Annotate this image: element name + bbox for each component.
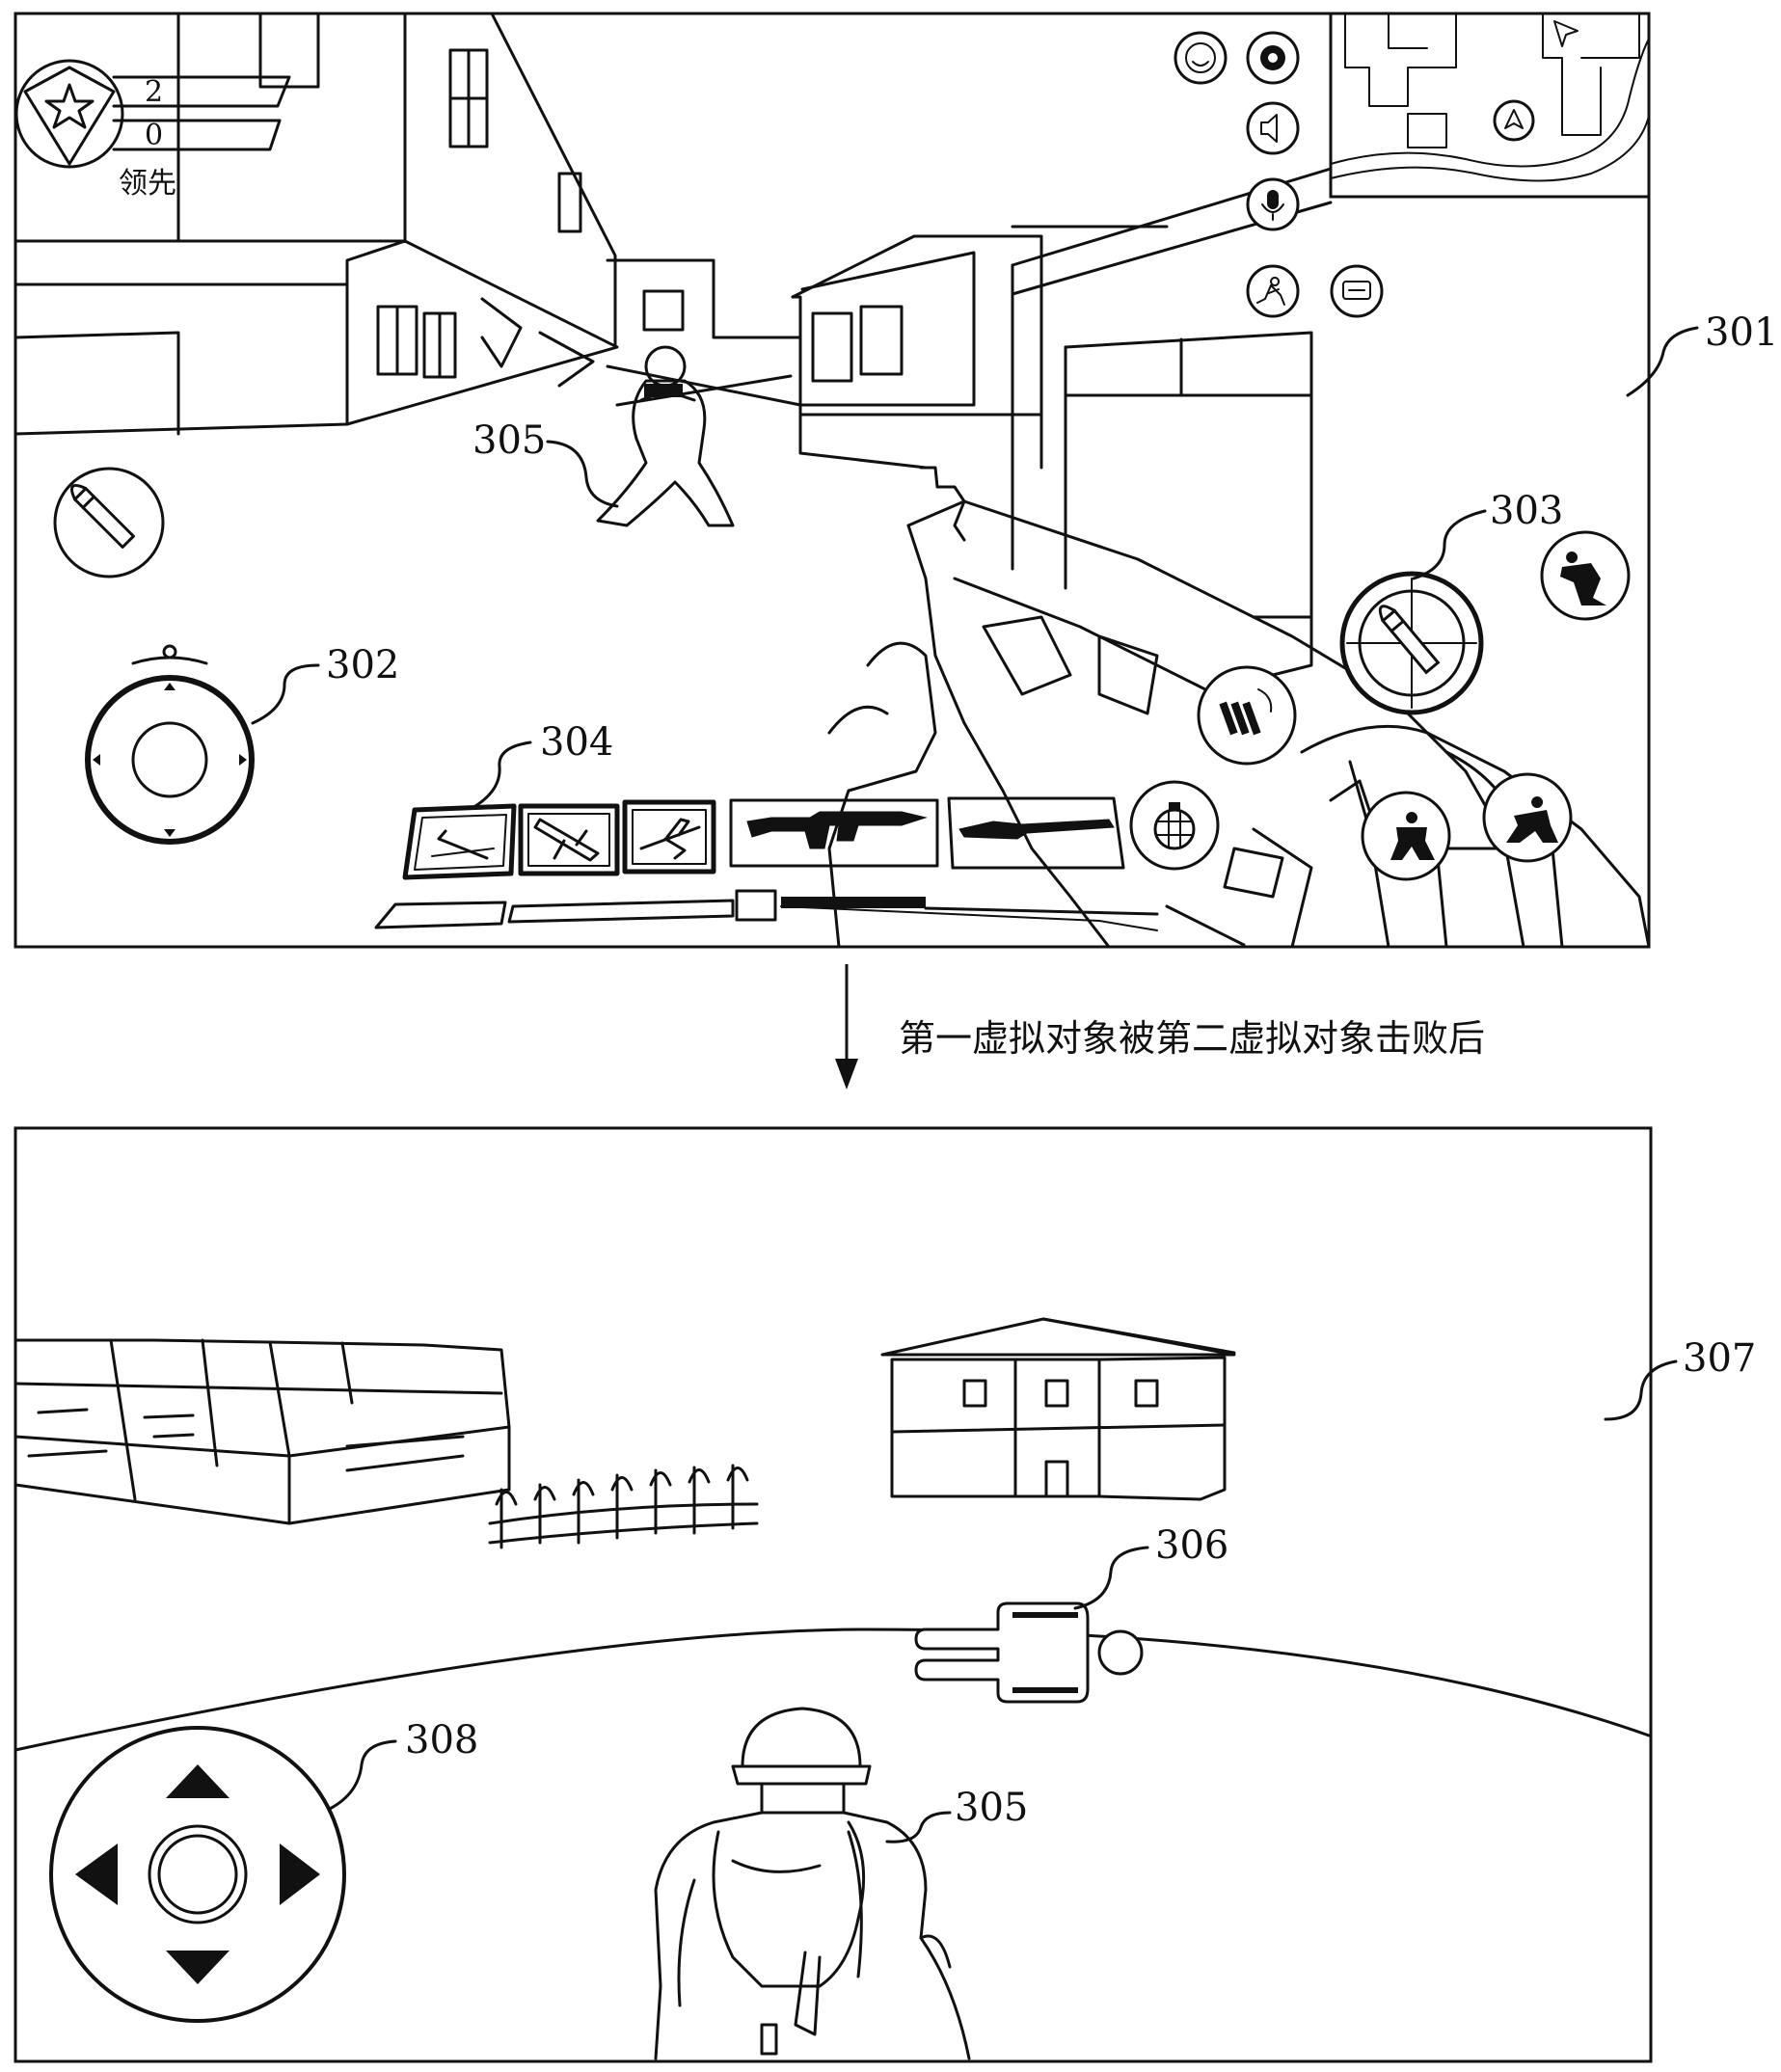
ground-horizon [13, 1628, 1651, 1752]
dpad-right-arrow[interactable] [280, 1843, 320, 1905]
minimap[interactable] [1329, 12, 1651, 199]
prone-button[interactable] [1540, 530, 1631, 621]
transition-arrow [835, 964, 858, 1090]
dpad-center[interactable] [148, 1824, 248, 1924]
fire-bullet-icon [1378, 605, 1441, 675]
jump-button[interactable] [1482, 772, 1573, 863]
weapon-slot-rifle[interactable] [729, 798, 939, 868]
skill-slot-knife[interactable] [402, 803, 517, 880]
settings-button[interactable] [1246, 31, 1300, 85]
microphone-icon [1267, 190, 1279, 209]
skill-slot-rocket-launcher[interactable] [518, 803, 620, 876]
jump-icon [1506, 796, 1558, 843]
emoji-icon [1185, 42, 1216, 73]
house [880, 1317, 1236, 1501]
reload-button[interactable] [1197, 665, 1297, 766]
speaker-icon [1260, 114, 1278, 143]
svg-text:304: 304 [540, 720, 613, 765]
enemy-character [596, 345, 735, 527]
movement-joystick[interactable] [85, 644, 255, 845]
crouch-button[interactable] [1361, 791, 1451, 881]
fire-button[interactable] [1339, 571, 1484, 715]
svg-text:307: 307 [1683, 1336, 1756, 1381]
prone-icon [1560, 552, 1606, 605]
scene-wall [13, 1338, 511, 1525]
minimap-arrow-icon [1553, 20, 1579, 47]
dpad-down-arrow[interactable] [166, 1951, 229, 1984]
lead-status-text: 领先 [119, 167, 176, 201]
callout-308: 308 [328, 1718, 478, 1811]
score-bottom: 0 [145, 119, 163, 152]
skill-slot-plane[interactable] [622, 799, 716, 875]
soldier-character [654, 1707, 971, 2060]
grenade-icon [1153, 802, 1196, 850]
run-icon [1256, 277, 1285, 306]
speaker-button[interactable] [1246, 101, 1300, 155]
svg-text:301: 301 [1705, 310, 1778, 355]
score-top: 2 [145, 75, 163, 109]
crouch-icon [1390, 812, 1435, 860]
weapon-bar [374, 796, 1159, 931]
callout-301: 301 [1626, 310, 1778, 397]
callout-305-top: 305 [472, 418, 619, 508]
game-screen-1: 2 0 领先 [13, 12, 1778, 949]
score-panel: 2 0 领先 [112, 75, 291, 201]
dpad[interactable] [49, 1726, 346, 2023]
svg-text:306: 306 [1155, 1523, 1228, 1568]
callout-306: 306 [1073, 1523, 1228, 1610]
grenade-button[interactable] [1129, 780, 1220, 871]
game-screen-2: 307 306 308 305 [13, 1126, 1756, 2063]
reload-icon [1219, 688, 1273, 736]
microphone-button[interactable] [1246, 177, 1300, 231]
svg-text:305: 305 [955, 1786, 1028, 1830]
run-button[interactable] [1246, 264, 1300, 318]
ammo-bullet-icon [70, 484, 135, 549]
svg-text:303: 303 [1490, 489, 1563, 533]
callout-307: 307 [1604, 1336, 1756, 1421]
callout-304: 304 [471, 720, 613, 810]
ammo-button[interactable] [53, 467, 165, 579]
callout-302: 302 [251, 643, 399, 725]
chat-button[interactable] [1330, 264, 1384, 318]
emoji-button[interactable] [1174, 31, 1228, 85]
rank-star-icon [23, 66, 116, 166]
callout-305-bottom: 305 [885, 1786, 1028, 1843]
callout-303: 303 [1412, 489, 1563, 580]
weapon-slot-shotgun[interactable] [947, 796, 1125, 870]
dpad-left-arrow[interactable] [75, 1843, 118, 1905]
transition-caption: 第一虚拟对象被第二虚拟对象击败后 [899, 1017, 1485, 1060]
chat-icon [1342, 281, 1371, 300]
minimap-player-icon [1493, 99, 1535, 142]
death-marker [914, 1601, 1144, 1704]
rank-badge [14, 59, 124, 169]
svg-text:305: 305 [472, 418, 546, 463]
scene-buildings [13, 12, 1545, 619]
svg-text:302: 302 [326, 643, 399, 687]
fence [488, 1464, 759, 1549]
dpad-up-arrow[interactable] [166, 1764, 229, 1798]
svg-text:308: 308 [405, 1718, 478, 1763]
